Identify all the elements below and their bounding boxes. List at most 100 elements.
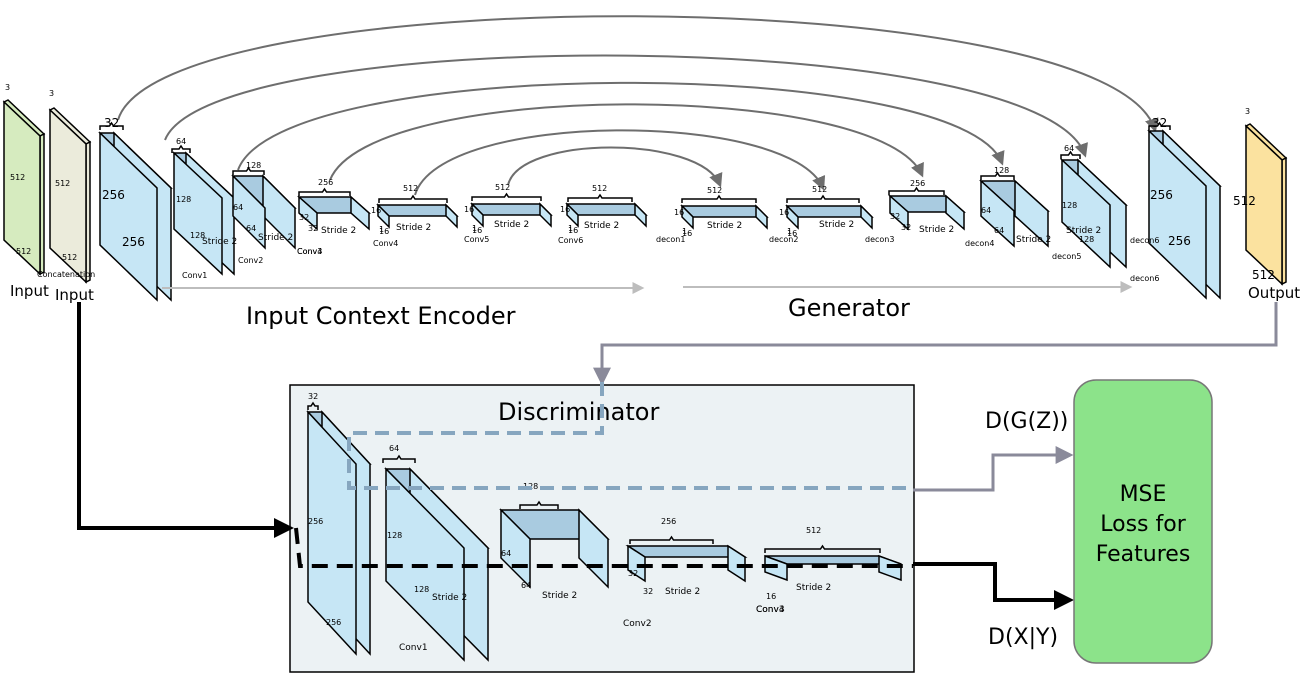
real-input-line [77, 302, 294, 538]
dxy-arrow-line [913, 562, 1074, 610]
layer-name-label: Conv3 [297, 247, 322, 256]
block-front-face [99, 131, 158, 302]
concat-slab [48, 107, 92, 284]
width-label: 64 [521, 581, 531, 590]
layer-name-label: Conv1 [182, 271, 207, 280]
stride-label: Stride 2 [1066, 226, 1101, 236]
layer-name-label: Conv2 [238, 256, 263, 265]
height-label: 128 [1062, 201, 1077, 210]
block-front-face [298, 195, 318, 231]
mse-line-1: MSE [1120, 482, 1167, 507]
output-slab [1244, 123, 1288, 286]
width-label: 64 [994, 226, 1004, 235]
channel-count-label: 512 [806, 526, 821, 535]
block-front-face [173, 151, 223, 276]
height-label: 128 [387, 531, 402, 540]
width-label: 128 [1079, 235, 1094, 244]
layer-name-label: decon1 [656, 235, 685, 244]
block-front-face [471, 202, 484, 228]
height-label: 256 [1150, 188, 1173, 202]
skip-arc-5 [414, 129, 826, 196]
output-to-disc-line [593, 302, 1278, 386]
block-side-face [1014, 179, 1049, 248]
stride-label: Stride 2 [202, 237, 237, 247]
block-front-face [786, 204, 799, 230]
channel-brace [1148, 121, 1171, 130]
width-label: 256 [326, 618, 341, 627]
width-label: 256 [122, 235, 145, 249]
channel-brace [764, 544, 881, 553]
channel-count-label: 32 [1152, 116, 1167, 130]
mse-box [1073, 379, 1213, 664]
width-label: 16 [379, 227, 389, 236]
height-label: 32 [890, 212, 900, 221]
skip-connections [117, 15, 1159, 196]
input-left-bot: 512 [16, 247, 31, 256]
skip-arc-1 [117, 15, 1159, 133]
dgz-arrow-line [913, 446, 1074, 492]
depth-label: 1 [379, 225, 384, 234]
layer-name-label: decon2 [769, 235, 798, 244]
skip-arc-4 [329, 103, 924, 181]
channel-brace [786, 194, 860, 203]
channel-count-label: 512 [812, 185, 827, 194]
layer-name-label: Conv2 [623, 619, 652, 629]
channel-brace [980, 171, 1015, 180]
block-side-face [727, 544, 746, 583]
dxy-label: D(X|Y) [988, 625, 1058, 650]
channel-brace [382, 454, 416, 463]
stride-label: Stride 2 [796, 583, 831, 593]
dgz-label: D(G(Z)) [985, 409, 1068, 434]
channel-count-label: 512 [403, 184, 418, 193]
layer-name-label: Conv4 [373, 239, 398, 248]
block-front-face [377, 203, 390, 229]
mse-line-2: Loss for [1100, 512, 1186, 537]
stride-label: Stride 2 [258, 233, 293, 243]
width-label: 128 [414, 585, 429, 594]
channel-brace [888, 186, 945, 195]
channel-count-label: 128 [246, 161, 261, 170]
layer-block-decon6: 32 256 256 decon6 [1130, 116, 1222, 300]
layer-name-label: decon4 [965, 239, 994, 248]
block-side-face [945, 194, 965, 231]
block-front-face [627, 544, 646, 583]
input-left-top: 3 [5, 83, 10, 92]
channel-count-label: 32 [104, 116, 119, 130]
channel-count-label: 256 [910, 179, 925, 188]
channel-count-label: 64 [176, 137, 186, 146]
block-side-face [350, 195, 370, 231]
block-top-face [565, 203, 648, 216]
block-side-face [634, 202, 647, 228]
layer-name-label: decon5 [1052, 252, 1081, 261]
layer-name-label: decon3 [865, 235, 894, 244]
decon6-extra-label: decon6 [1130, 274, 1159, 283]
channel-brace [471, 192, 542, 201]
output-mid: 512 [1233, 194, 1256, 208]
stride-label: Stride 2 [321, 226, 356, 236]
block-front-face [980, 179, 1015, 248]
height-label: 256 [102, 188, 125, 202]
width-label: 64 [246, 224, 256, 233]
skip-arc-2 [164, 54, 1088, 158]
input-slab [2, 99, 46, 276]
block-front-face [307, 410, 357, 656]
layer-name-label: Conv3 [756, 605, 785, 615]
height-label: 16 [560, 205, 570, 214]
channel-count-label: 256 [661, 517, 676, 526]
stride-label: Stride 2 [494, 220, 529, 230]
skip-arc-3 [237, 81, 1005, 171]
block-front-face [566, 202, 579, 228]
concat-label: Concatenation [37, 270, 95, 279]
width-label: 32 [901, 223, 911, 232]
width-label: 256 [1168, 234, 1191, 248]
